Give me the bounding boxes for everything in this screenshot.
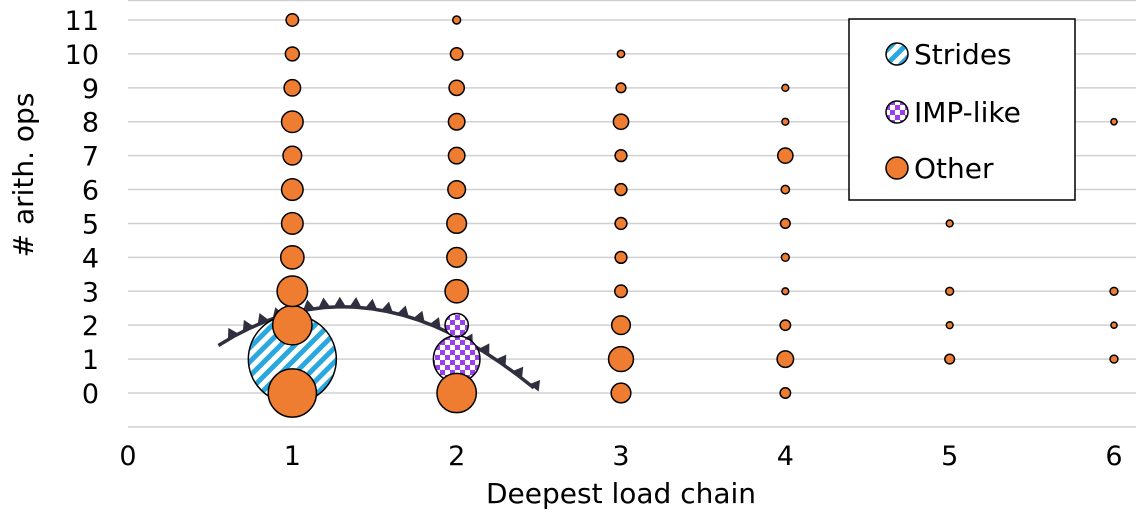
x-tick-label: 6: [1105, 441, 1122, 472]
legend-marker-imp-like: [885, 100, 909, 124]
bubble-other: [448, 79, 466, 97]
bubble-other: [267, 368, 318, 418]
y-tick-label: 8: [82, 108, 99, 139]
y-tick-label: 7: [82, 142, 99, 173]
legend: Strides IMP-like Other: [848, 18, 1076, 201]
bubble-other: [285, 13, 300, 27]
bubble-other: [780, 252, 791, 263]
y-tick-label: 5: [82, 209, 99, 240]
bubble-other: [610, 382, 632, 404]
y-tick-label: 6: [82, 176, 99, 207]
bubble-other: [945, 219, 954, 228]
bubble-other: [614, 284, 628, 299]
bubble-other: [612, 113, 630, 131]
bubble-other: [447, 179, 467, 200]
bubble-other: [446, 212, 468, 235]
bubble-other: [779, 217, 791, 230]
bubble-other: [607, 345, 635, 373]
bubble-other: [447, 146, 466, 165]
bubble-other: [436, 372, 478, 414]
legend-label-imp-like: IMP-like: [914, 96, 1021, 129]
boundary-line: [217, 296, 541, 392]
bubble-other: [280, 110, 304, 134]
bubble-other: [1109, 286, 1119, 296]
bubble-other: [279, 244, 305, 270]
bubble-other: [1110, 321, 1118, 330]
bubble-other: [283, 78, 302, 97]
bubble-other: [1109, 354, 1119, 364]
bubble-other: [615, 82, 627, 94]
bubble-other: [781, 83, 790, 92]
y-tick-label: 2: [82, 311, 99, 342]
bubble-other: [776, 350, 795, 369]
bubble-other: [282, 145, 303, 166]
bubble-other: [779, 387, 792, 399]
bubble-other: [1110, 117, 1118, 126]
bubble-other: [614, 250, 628, 265]
x-tick-labels: 0 1 2 3 4 5 6: [119, 441, 1122, 472]
bubble-other: [781, 117, 790, 126]
y-tick-label: 9: [82, 74, 99, 105]
bubble-other: [616, 49, 626, 59]
bubble-other: [781, 287, 790, 296]
bubbles: [247, 13, 1119, 418]
bubble-imp-like: [444, 312, 470, 338]
bubble-other: [280, 178, 304, 202]
x-tick-label: 2: [448, 441, 465, 472]
y-tick-label: 1: [82, 345, 99, 376]
bubble-other: [284, 46, 301, 62]
x-tick-label: 5: [941, 441, 958, 472]
bubble-other: [446, 246, 468, 268]
bubble-other: [945, 321, 954, 330]
bubble-other: [449, 46, 464, 61]
bubble-other: [944, 286, 955, 296]
legend-marker-other: [885, 156, 909, 180]
y-axis-title: # arith. ops: [7, 93, 40, 258]
y-tick-label: 0: [82, 379, 99, 410]
bubble-other: [944, 353, 956, 365]
bubble-other: [276, 275, 309, 308]
bubble-other: [444, 278, 470, 304]
legend-label-strides: Strides: [914, 38, 1012, 71]
y-tick-label: 3: [82, 277, 99, 308]
boundary-curve: [217, 296, 541, 392]
bubble-other: [614, 182, 628, 197]
legend-label-other: Other: [914, 152, 994, 185]
bubble-other: [614, 216, 628, 231]
x-tick-label: 3: [612, 441, 629, 472]
bubble-other: [271, 304, 313, 346]
x-tick-label: 1: [284, 441, 301, 472]
x-tick-label: 0: [119, 441, 136, 472]
bubble-other: [780, 184, 791, 195]
y-tick-label: 10: [65, 40, 99, 71]
y-tick-label: 11: [65, 6, 99, 37]
bubble-other: [610, 315, 632, 336]
bubble-other: [447, 112, 466, 131]
y-tick-label: 4: [82, 243, 99, 274]
bubble-other: [779, 319, 792, 332]
x-axis-title: Deepest load chain: [486, 477, 756, 510]
bubble-other: [776, 147, 794, 165]
x-tick-label: 4: [777, 441, 794, 472]
bubble-other: [451, 15, 462, 25]
bubble-other: [280, 211, 304, 235]
bubble-other: [614, 148, 628, 163]
legend-marker-strides: [885, 42, 909, 66]
